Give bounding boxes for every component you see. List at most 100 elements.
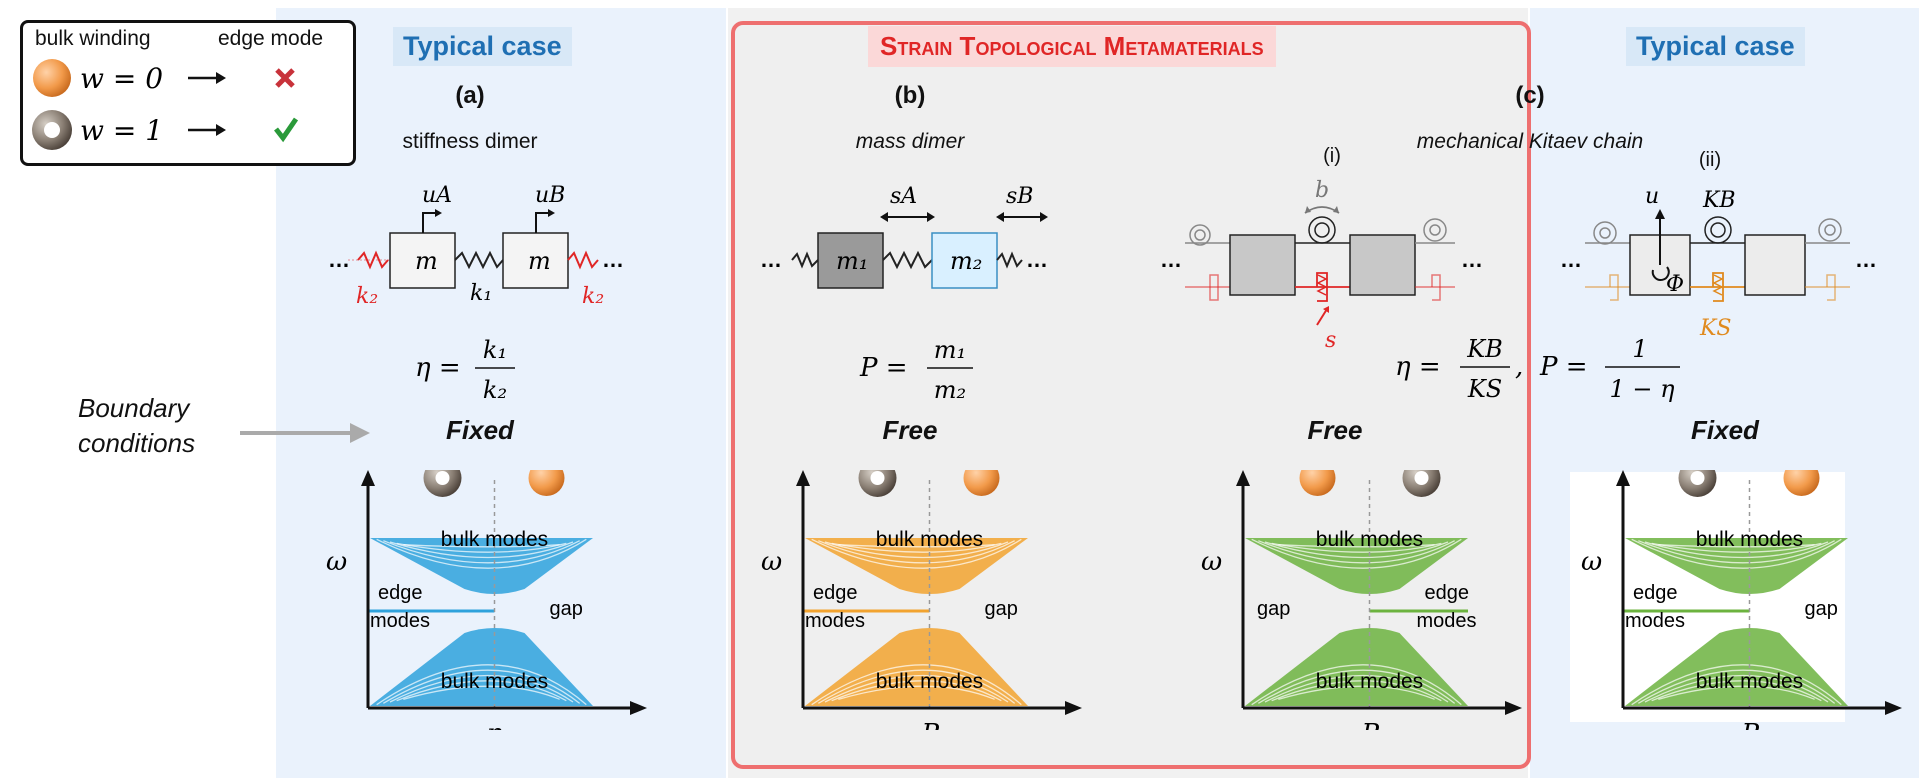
bc-c-ii: Fixed [1691, 415, 1759, 445]
svg-text:k₂: k₂ [582, 284, 604, 309]
x-axis-label: P [921, 719, 940, 730]
svg-text:uB: uB [535, 183, 565, 208]
panel-b-name: mass dimer [855, 130, 965, 153]
svg-text:P =: P = [1539, 352, 1588, 382]
equation-b: P = m₁ m₂ [859, 336, 973, 404]
svg-text:m₁: m₁ [934, 336, 966, 364]
left-label-2: modes [1625, 610, 1685, 632]
svg-text:k₁: k₁ [470, 281, 492, 306]
svg-text:sA: sA [890, 184, 917, 209]
boundary-label-2: conditions [78, 428, 196, 458]
svg-text:b: b [1315, 178, 1329, 203]
svg-text:…: … [602, 247, 624, 272]
svg-text:m: m [415, 247, 438, 275]
legend-col1: bulk winding [35, 27, 151, 50]
svg-text:P =: P = [859, 353, 908, 383]
svg-text:KS: KS [1699, 316, 1732, 341]
mass-c2 [1349, 234, 1416, 296]
svg-text:1: 1 [1632, 335, 1647, 363]
left-label-1: gap [1257, 598, 1290, 620]
check-icon [274, 117, 299, 143]
y-axis-label: ω [761, 547, 782, 577]
svg-text:k₂: k₂ [356, 284, 378, 309]
svg-text:KB: KB [1466, 335, 1503, 363]
band-plot-b: ωPbulk modes bulk modes edge modes gap [761, 470, 1082, 730]
band-label-top: bulk modes [441, 528, 548, 551]
right-label-1: gap [550, 598, 583, 620]
svg-text:sB: sB [1006, 184, 1033, 209]
svg-text:u: u [1645, 184, 1659, 209]
band-label-bottom: bulk modes [441, 670, 548, 693]
left-label-1: edge [1633, 582, 1678, 604]
legend-row2-label: w = 1 [80, 114, 163, 147]
legend-row1-label: w = 0 [80, 62, 163, 95]
band-plot-a: ω η bulk modes bulk modes edge modes gap [326, 470, 647, 730]
mass-b1 [817, 232, 884, 289]
svg-text:m₂: m₂ [950, 247, 982, 275]
sphere-icon [1299, 470, 1336, 496]
left-label-1: edge [378, 582, 423, 604]
right-label-1: gap [1805, 598, 1838, 620]
svg-text:uA: uA [422, 183, 452, 208]
svg-text:η =: η = [415, 353, 461, 383]
legend-col2: edge mode [218, 27, 324, 50]
panel-c-letter: (c) [1515, 82, 1545, 109]
svg-text:KB: KB [1702, 188, 1736, 213]
svg-text:m: m [528, 247, 551, 275]
y-axis-label: ω [1201, 547, 1222, 577]
boundary-label-1: Boundary [78, 393, 190, 423]
sphere-icon [1783, 470, 1820, 496]
x-axis-label: η [487, 719, 503, 730]
band-plot-ci: ωPbulk modes bulk modes gap edge modes [1201, 470, 1522, 730]
svg-text:m₁: m₁ [836, 247, 868, 275]
legend-sphere-icon [33, 59, 71, 97]
mass-c1 [1229, 234, 1296, 296]
svg-text:k₂: k₂ [483, 376, 507, 404]
svg-text:k₁: k₁ [483, 336, 507, 364]
svg-text:…: … [1026, 247, 1048, 272]
band-label-top: bulk modes [1316, 528, 1423, 551]
panel-c-name: mechanical Kitaev chain [1416, 130, 1644, 153]
x-axis-label: P [1361, 719, 1380, 730]
svg-text:…: … [1855, 247, 1877, 272]
svg-text:KS: KS [1467, 375, 1502, 403]
bc-a: Fixed [446, 415, 514, 445]
band-label-top: bulk modes [1696, 528, 1803, 551]
right-label-2: modes [1417, 610, 1477, 632]
band-label-bottom: bulk modes [876, 670, 983, 693]
svg-text:1 − η: 1 − η [1609, 375, 1675, 403]
y-axis-label: ω [326, 547, 347, 577]
svg-text:η =: η = [1395, 352, 1441, 382]
legend-graphics: w = 0 w = 1 [32, 59, 299, 150]
svg-text:m₂: m₂ [934, 376, 966, 404]
band-label-top: bulk modes [876, 528, 983, 551]
cross-icon [275, 68, 295, 88]
left-label-2: modes [805, 610, 865, 632]
bc-c-i: Free [1307, 415, 1363, 445]
right-label-1: edge [1425, 582, 1470, 604]
center-title: Strain Topological Metamaterials [868, 26, 1276, 67]
panel-b-letter: (b) [894, 82, 926, 109]
typical-case-left: Typical case [393, 27, 572, 66]
right-label-1: gap [985, 598, 1018, 620]
svg-text:,: , [1515, 352, 1523, 382]
legend-box [20, 20, 356, 166]
schematic-b: … m₁ m₂ … sA sB [760, 184, 1048, 289]
panel-a-letter: (a) [455, 82, 485, 109]
svg-text:…: … [760, 247, 782, 272]
band-label-bottom: bulk modes [1696, 670, 1803, 693]
left-label-1: edge [813, 582, 858, 604]
sphere-icon [963, 470, 1000, 496]
svg-text:…: … [1560, 247, 1582, 272]
svg-text:s: s [1325, 328, 1336, 353]
band-label-bottom: bulk modes [1316, 670, 1423, 693]
x-axis-label: P [1741, 719, 1760, 730]
panel-c-ii: (ii) [1698, 149, 1722, 171]
bc-b: Free [882, 415, 938, 445]
svg-text:…: … [1461, 247, 1483, 272]
sphere-icon [528, 470, 565, 496]
schematic-c-ii: … u Φ … KB KS [1560, 184, 1877, 341]
equation-c: η = KB KS , P = 1 1 − η [1395, 335, 1680, 403]
svg-text:…: … [328, 247, 350, 272]
left-label-2: modes [370, 610, 430, 632]
